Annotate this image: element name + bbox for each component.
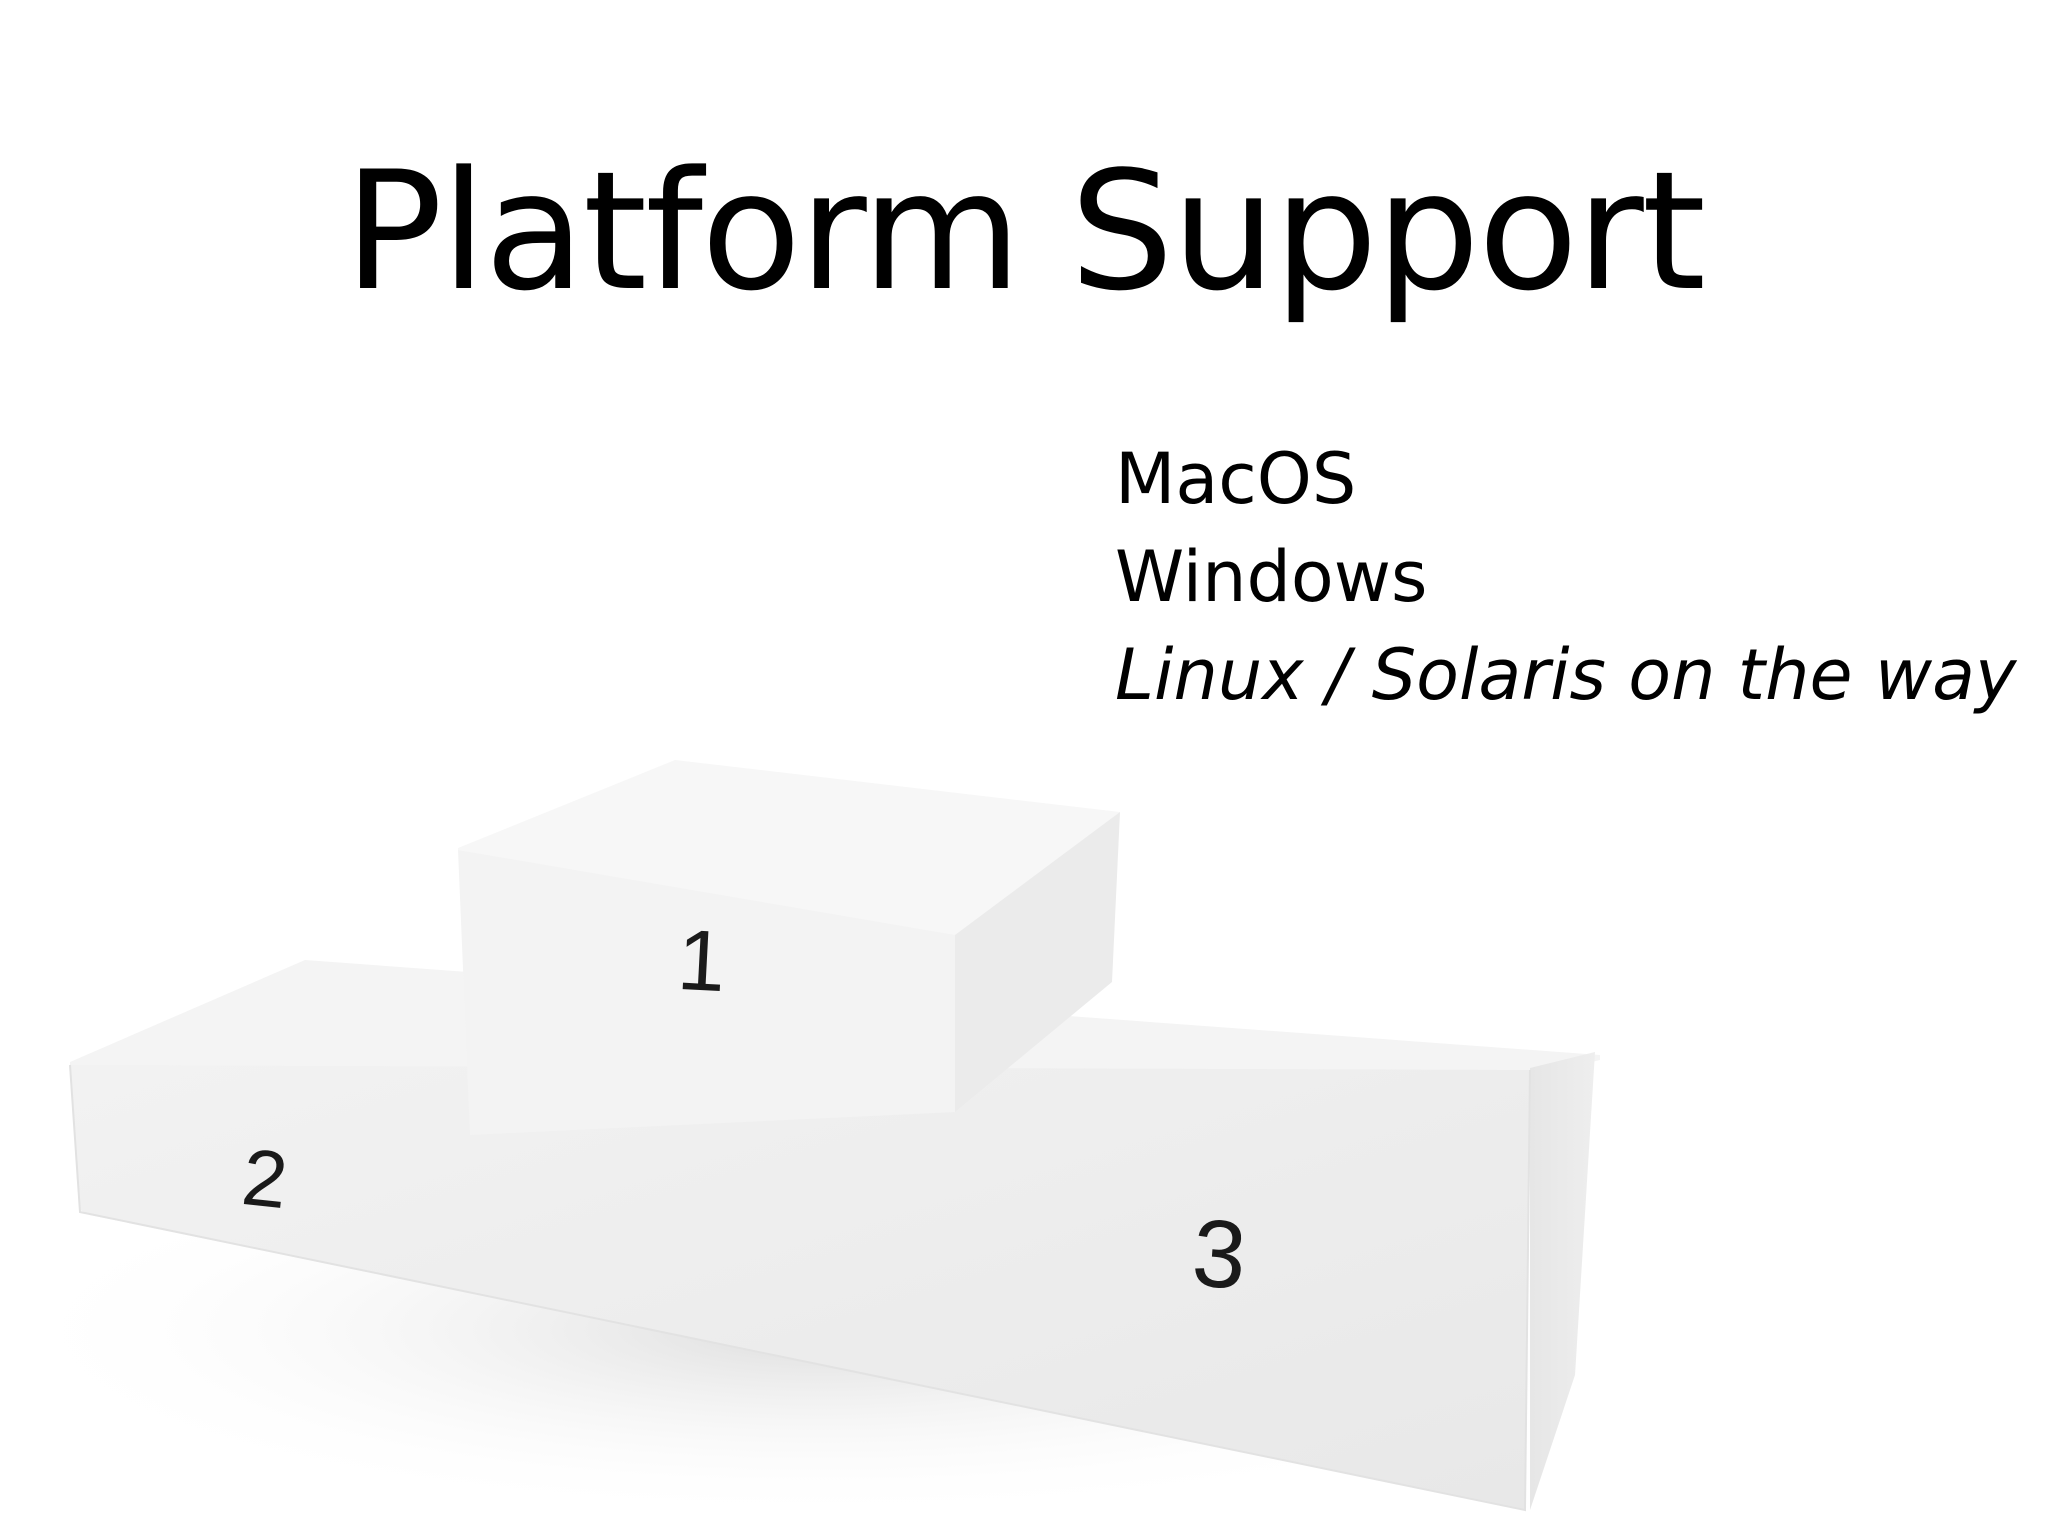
podium-edges — [69, 1064, 1531, 1512]
platform-item-macos: MacOS — [1115, 438, 1357, 520]
podium-first-side — [955, 812, 1120, 1112]
place-label-second: 2 — [238, 1132, 292, 1225]
podium-base-front — [70, 1065, 1530, 1510]
platform-item-linux-solaris: Linux / Solaris on the way — [1115, 634, 2017, 716]
platform-list: MacOS Windows Linux / Solaris on the way — [1115, 430, 2016, 724]
place-label-third: 3 — [1189, 1199, 1250, 1309]
podium-base-side — [1530, 1052, 1595, 1510]
podium-first-front — [458, 850, 955, 1135]
slide-title: Platform Support — [343, 136, 1706, 327]
podium-image: 1 2 3 — [0, 760, 1650, 1520]
platform-item-windows: Windows — [1115, 536, 1428, 618]
place-label-first: 1 — [675, 912, 728, 1010]
podium-first-top — [458, 760, 1120, 938]
